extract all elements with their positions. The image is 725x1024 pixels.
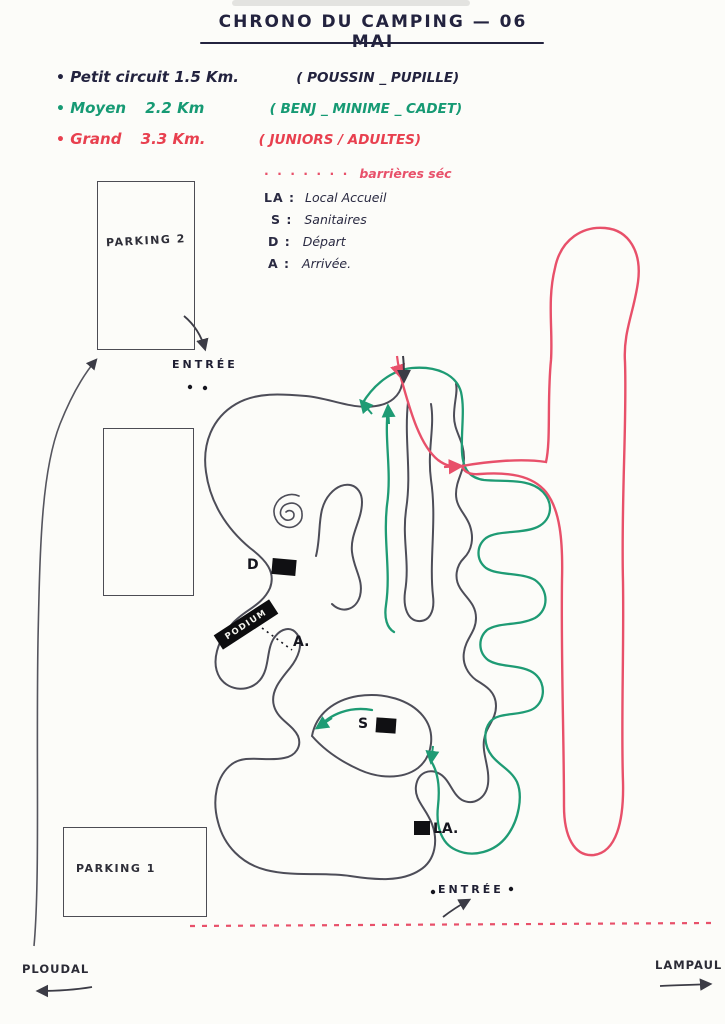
petit-circuit-peninsula — [315, 483, 364, 611]
red-arrow-right — [443, 459, 465, 475]
arrivee-dotted-line — [261, 627, 293, 651]
red-arrow-down-top — [390, 355, 406, 380]
entree-bottom-dot-left — [430, 889, 436, 895]
lampaul-label: LAMPAUL — [655, 958, 723, 972]
green-arrow-up-left — [359, 398, 374, 415]
legend-label: Sanitaires — [304, 212, 367, 227]
circuit-name: Petit circuit — [70, 68, 169, 86]
entry-arrow-top — [396, 355, 411, 384]
green-arrow-down — [425, 745, 440, 765]
circuit-distance: 3.3 Km. — [140, 130, 206, 148]
entree-bottom-label: ENTRÉE — [438, 883, 504, 896]
depart-square — [271, 557, 297, 577]
arrivee-label: A. — [293, 634, 310, 650]
accueil-square — [414, 821, 430, 835]
legend-key: A : — [268, 256, 291, 271]
legend-item: S : Sanitaires — [271, 212, 367, 227]
barriers-dashed-line — [189, 921, 713, 928]
circuit-category: ( JUNIORS / ADULTES) — [258, 132, 422, 148]
moyen-circuit-channel — [384, 406, 396, 634]
petit-circuit-sanitaires-lobe — [311, 694, 433, 778]
entree-top-label: ENTRÉE — [172, 358, 238, 371]
circuit-category: ( BENJ _ MINIME _ CADET) — [269, 101, 463, 117]
grand-circuit-line — [399, 376, 462, 468]
bullet-icon: • — [56, 101, 65, 117]
grand-circuit-loop — [460, 226, 640, 857]
circuit-category: ( POUSSIN _ PUPILLE) — [296, 70, 460, 86]
circuit-distance: 1.5 Km. — [174, 68, 239, 86]
green-arrow-s — [314, 715, 333, 730]
ploudal-label: PLOUDAL — [22, 962, 90, 976]
legend-item: A : Arrivée. — [268, 256, 351, 271]
entree-bottom-arrow — [442, 898, 472, 918]
circuit-row-petit: • Petit circuit 1.5 Km. ( POUSSIN _ PUPI… — [56, 68, 459, 86]
legend-label: Arrivée. — [302, 256, 352, 271]
lampaul-arrow — [659, 978, 713, 991]
parking2-box: PARKING 2 — [97, 181, 195, 350]
empty-field-box — [103, 428, 194, 596]
legend-label: Local Accueil — [304, 190, 387, 205]
page-title: CHRONO DU CAMPING — 06 MAI — [218, 12, 528, 52]
parking2-entry-arrow — [183, 315, 209, 352]
circuit-row-grand: • Grand 3.3 Km. ( JUNIORS / ADULTES) — [56, 130, 421, 148]
circuit-name: Moyen — [70, 99, 127, 117]
barriers-dots: · · · · · · · — [264, 166, 350, 181]
sanitaires-square — [375, 717, 397, 734]
depart-label: D — [247, 557, 259, 573]
moyen-circuit-line — [360, 366, 552, 855]
legend-key: LA : — [264, 190, 295, 205]
parking1-box: PARKING 1 — [63, 827, 207, 917]
bullet-icon: • — [56, 70, 65, 86]
green-arrow-channel-up — [381, 403, 396, 425]
bullet-icon: • — [56, 132, 65, 148]
entree-top-dot-right — [202, 385, 208, 391]
petit-circuit-channel — [403, 401, 435, 623]
circuit-row-moyen: • Moyen 2.2 Km ( BENJ _ MINIME _ CADET) — [56, 99, 462, 117]
entree-bottom-dot-right — [508, 886, 514, 892]
sanitaires-label: S — [358, 716, 369, 732]
legend-key: S : — [271, 212, 293, 227]
ploudal-arrow — [35, 984, 93, 998]
circuit-distance: 2.2 Km — [145, 99, 205, 117]
accueil-label: LA. — [433, 821, 459, 837]
barriers-label: barrières séc — [359, 166, 452, 181]
legend-key: D : — [268, 234, 291, 249]
circuit-name: Grand — [70, 130, 122, 148]
entree-top-dot-left — [187, 384, 193, 390]
legend-item: D : Départ — [268, 234, 346, 249]
scan-artifact — [232, 0, 470, 6]
spiral-doodle — [273, 493, 303, 529]
road-line-left — [33, 358, 98, 947]
petit-circuit-outline — [204, 383, 498, 881]
legend-label: Départ — [302, 234, 346, 249]
legend-barriers: · · · · · · · barrières séc — [264, 166, 452, 181]
parking2-label: PARKING 2 — [105, 232, 187, 250]
parking1-label: PARKING 1 — [76, 862, 156, 875]
title-underline — [200, 42, 544, 44]
legend-item: LA : Local Accueil — [264, 190, 386, 205]
